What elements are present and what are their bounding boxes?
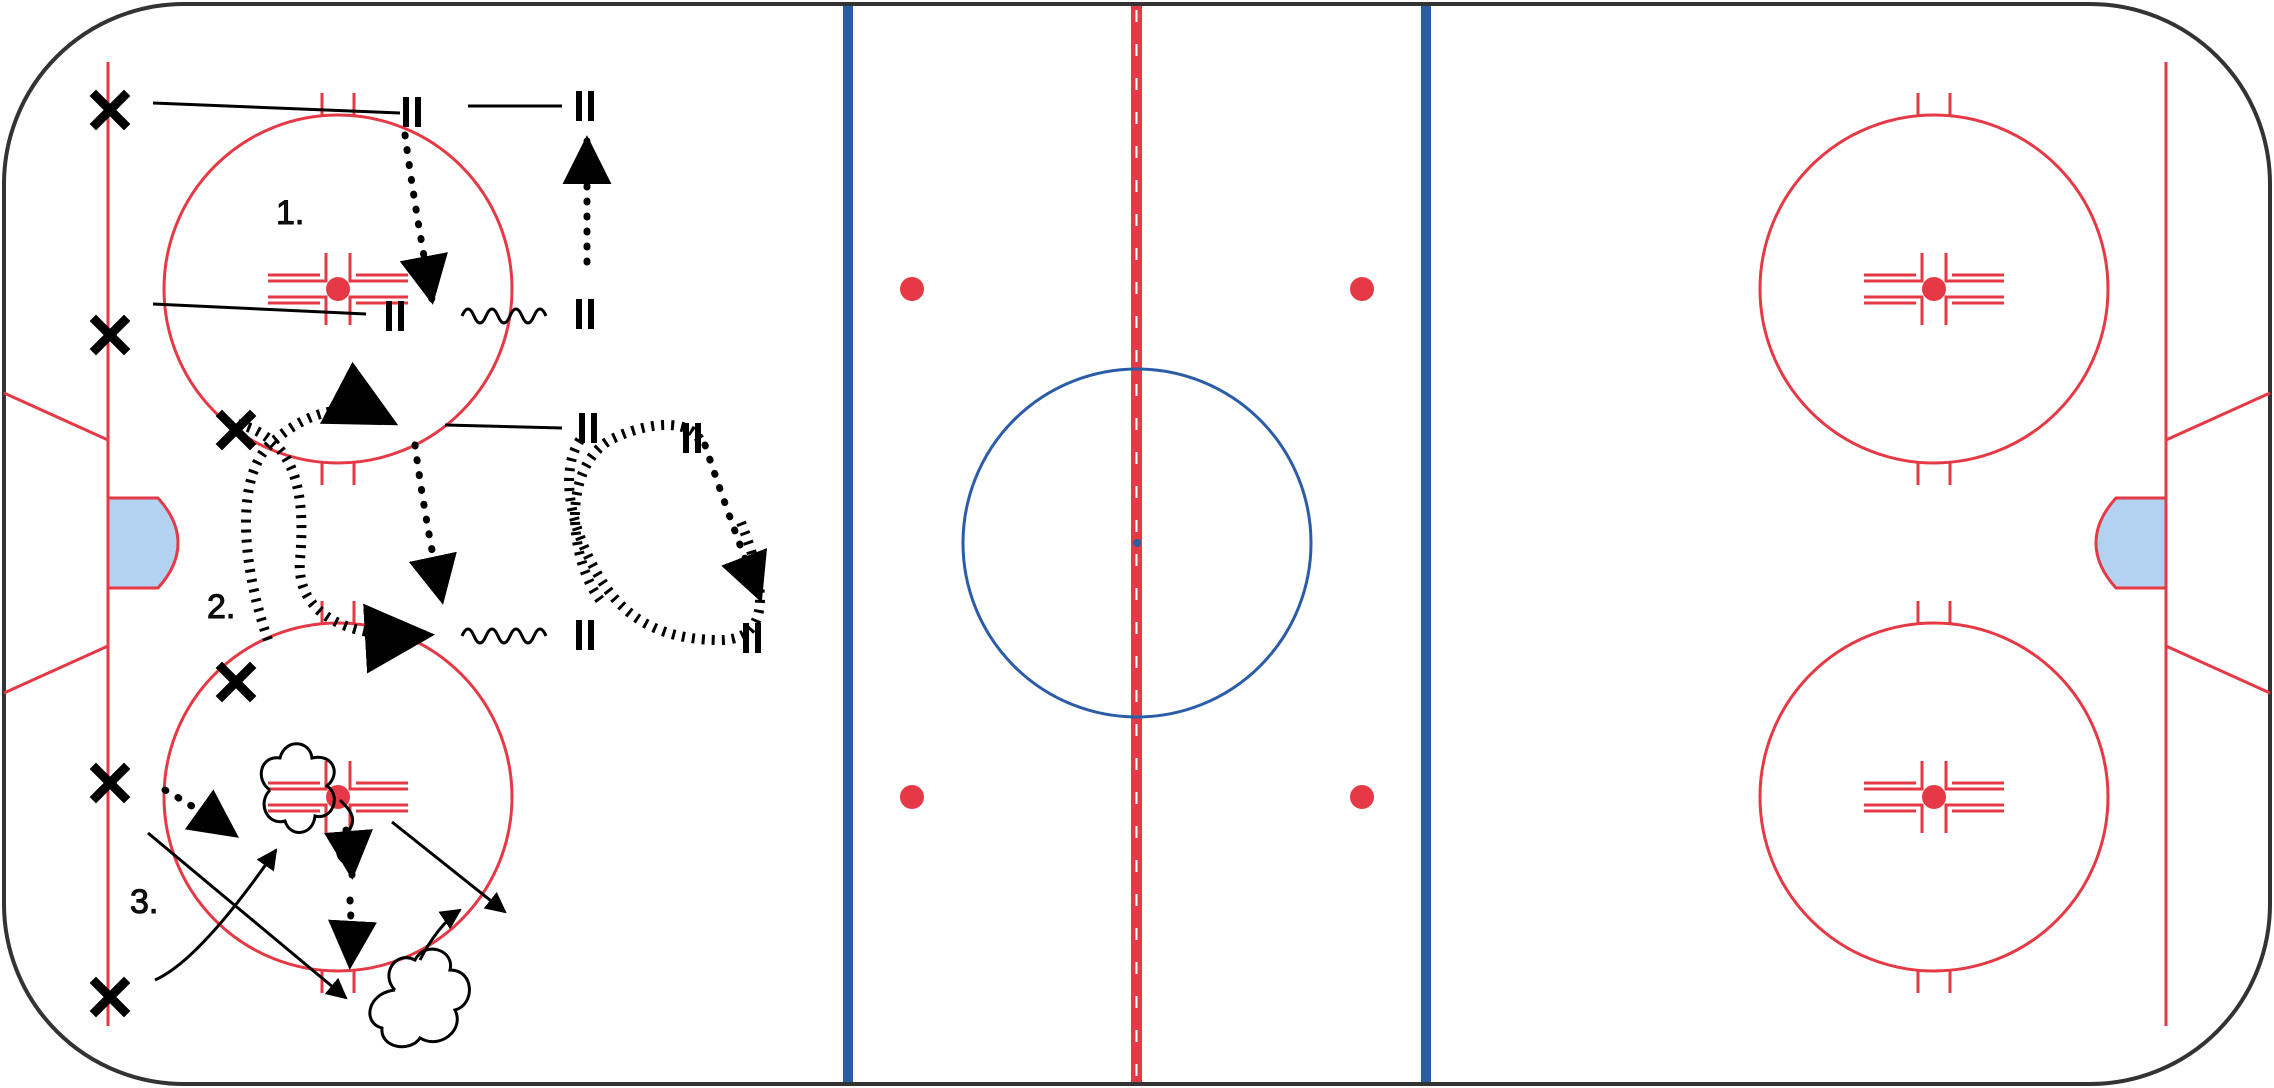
faceoff-circle-right-bottom [1758, 601, 2110, 993]
player-x-marker [89, 976, 131, 1018]
trapezoid-right [2165, 391, 2271, 695]
blue-line-right [1421, 6, 1431, 1082]
player-markers [89, 89, 257, 1018]
drill-1: 1. [152, 101, 612, 325]
drill-3-label: 3. [130, 883, 158, 921]
pylons [386, 91, 761, 653]
pylon-marker [576, 620, 594, 650]
player-x-marker [215, 661, 257, 703]
goal-crease-right [2094, 496, 2168, 590]
player-x-marker [89, 314, 131, 356]
center-dot [1133, 539, 1141, 547]
trapezoid-left [3, 391, 109, 695]
pylon-marker [683, 423, 701, 453]
pylon-marker [386, 301, 404, 331]
pylon-marker [743, 623, 761, 653]
drill-2-label: 2. [207, 588, 235, 626]
center-circle [961, 367, 1313, 719]
drill-markings: 1. 2. 3. [89, 89, 768, 1049]
pylon-marker [576, 91, 594, 121]
pylon-marker [579, 413, 597, 443]
drill-2: 2. [207, 361, 768, 674]
player-x-marker [215, 409, 257, 451]
neutral-zone-dots [900, 277, 1374, 809]
drill-3: 3. [130, 742, 507, 1049]
player-x-marker [89, 762, 131, 804]
faceoff-circle-left-top [162, 93, 514, 485]
blue-line-left [843, 6, 853, 1082]
pylon-marker [576, 299, 594, 329]
drill-1-label: 1. [276, 194, 304, 232]
pylon-marker [403, 97, 421, 127]
faceoff-circle-right-top [1758, 93, 2110, 485]
player-x-marker [89, 89, 131, 131]
goal-crease-left [106, 496, 180, 590]
